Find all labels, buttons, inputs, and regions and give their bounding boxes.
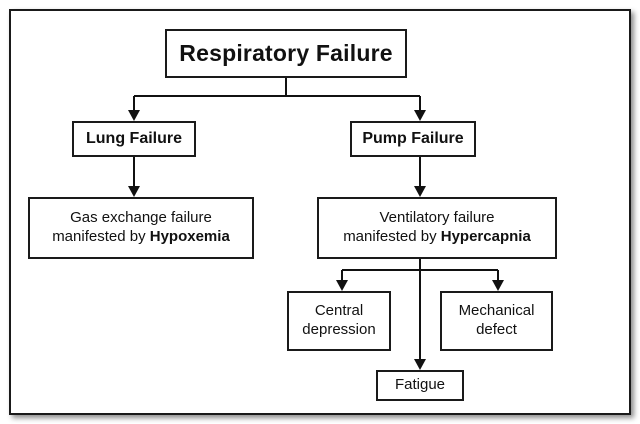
node-central-line2: depression (302, 321, 376, 338)
node-hypercapnia-prefix: manifested by (343, 228, 441, 245)
node-lung-failure: Lung Failure (72, 121, 196, 157)
arrow-head-central (336, 280, 348, 291)
node-fatigue-label: Fatigue (394, 376, 446, 394)
node-respiratory-failure: Respiratory Failure (165, 29, 407, 78)
arrow-head-hypercapnia (414, 186, 426, 197)
node-respiratory-failure-label: Respiratory Failure (179, 40, 393, 67)
node-fatigue: Fatigue (376, 370, 464, 401)
node-lung-failure-label: Lung Failure (86, 130, 182, 147)
node-pump-failure: Pump Failure (350, 121, 476, 157)
arrow-head-fatigue (414, 359, 426, 370)
node-mechanical-defect: Mechanical defect (440, 291, 553, 351)
node-hypercapnia-line2: manifested by Hypercapnia (343, 228, 531, 247)
arrow-head-lung (128, 110, 140, 121)
node-hypercapnia-term: Hypercapnia (440, 228, 531, 245)
node-mechanical-line2: defect (476, 321, 517, 338)
node-hypoxemia-line1: Gas exchange failure (70, 209, 212, 227)
node-hypoxemia-prefix: manifested by (52, 228, 150, 245)
node-mechanical-line1: Mechanical (458, 302, 535, 320)
node-central-depression: Central depression (287, 291, 391, 351)
arrow-head-hypoxemia (128, 186, 140, 197)
node-pump-failure-label: Pump Failure (362, 130, 464, 147)
node-hypercapnia-line1: Ventilatory failure (379, 209, 495, 227)
arrow-head-pump (414, 110, 426, 121)
node-hypoxemia-term: Hypoxemia (149, 228, 230, 245)
node-hypoxemia: Gas exchange failure manifested by Hypox… (28, 197, 254, 259)
node-hypercapnia: Ventilatory failure manifested by Hyperc… (317, 197, 557, 259)
arrow-head-mechanical (492, 280, 504, 291)
node-central-line1: Central (314, 302, 364, 320)
node-hypoxemia-line2: manifested by Hypoxemia (52, 228, 230, 247)
